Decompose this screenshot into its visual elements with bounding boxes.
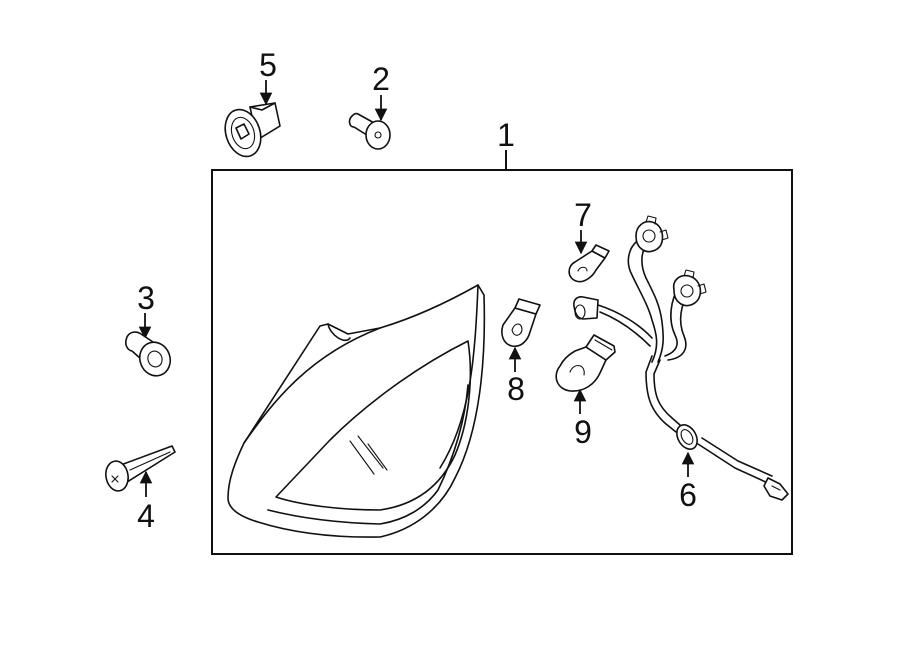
- callout-8: 8: [507, 371, 525, 407]
- part-3-grommet: [125, 331, 172, 377]
- callout-5: 5: [259, 47, 277, 83]
- callout-1: 1: [497, 117, 515, 153]
- part-6-wiring-harness: [573, 215, 789, 501]
- callout-2: 2: [372, 61, 390, 97]
- assembly-box: [211, 169, 793, 555]
- part-7-small-bulb: [568, 244, 610, 283]
- callout-7: 7: [574, 197, 592, 233]
- part-8-wedge-bulb: [501, 298, 541, 348]
- callout-4: 4: [137, 498, 155, 534]
- callout-9: 9: [574, 414, 592, 450]
- part-9-large-bulb: [555, 334, 616, 392]
- part-5-push-clip: [224, 102, 281, 158]
- part-4-long-screw: [105, 445, 176, 492]
- part-1-lamp-housing: [227, 284, 486, 538]
- callout-6: 6: [679, 477, 697, 513]
- part-2-screw: [348, 112, 391, 150]
- callout-3: 3: [137, 280, 155, 316]
